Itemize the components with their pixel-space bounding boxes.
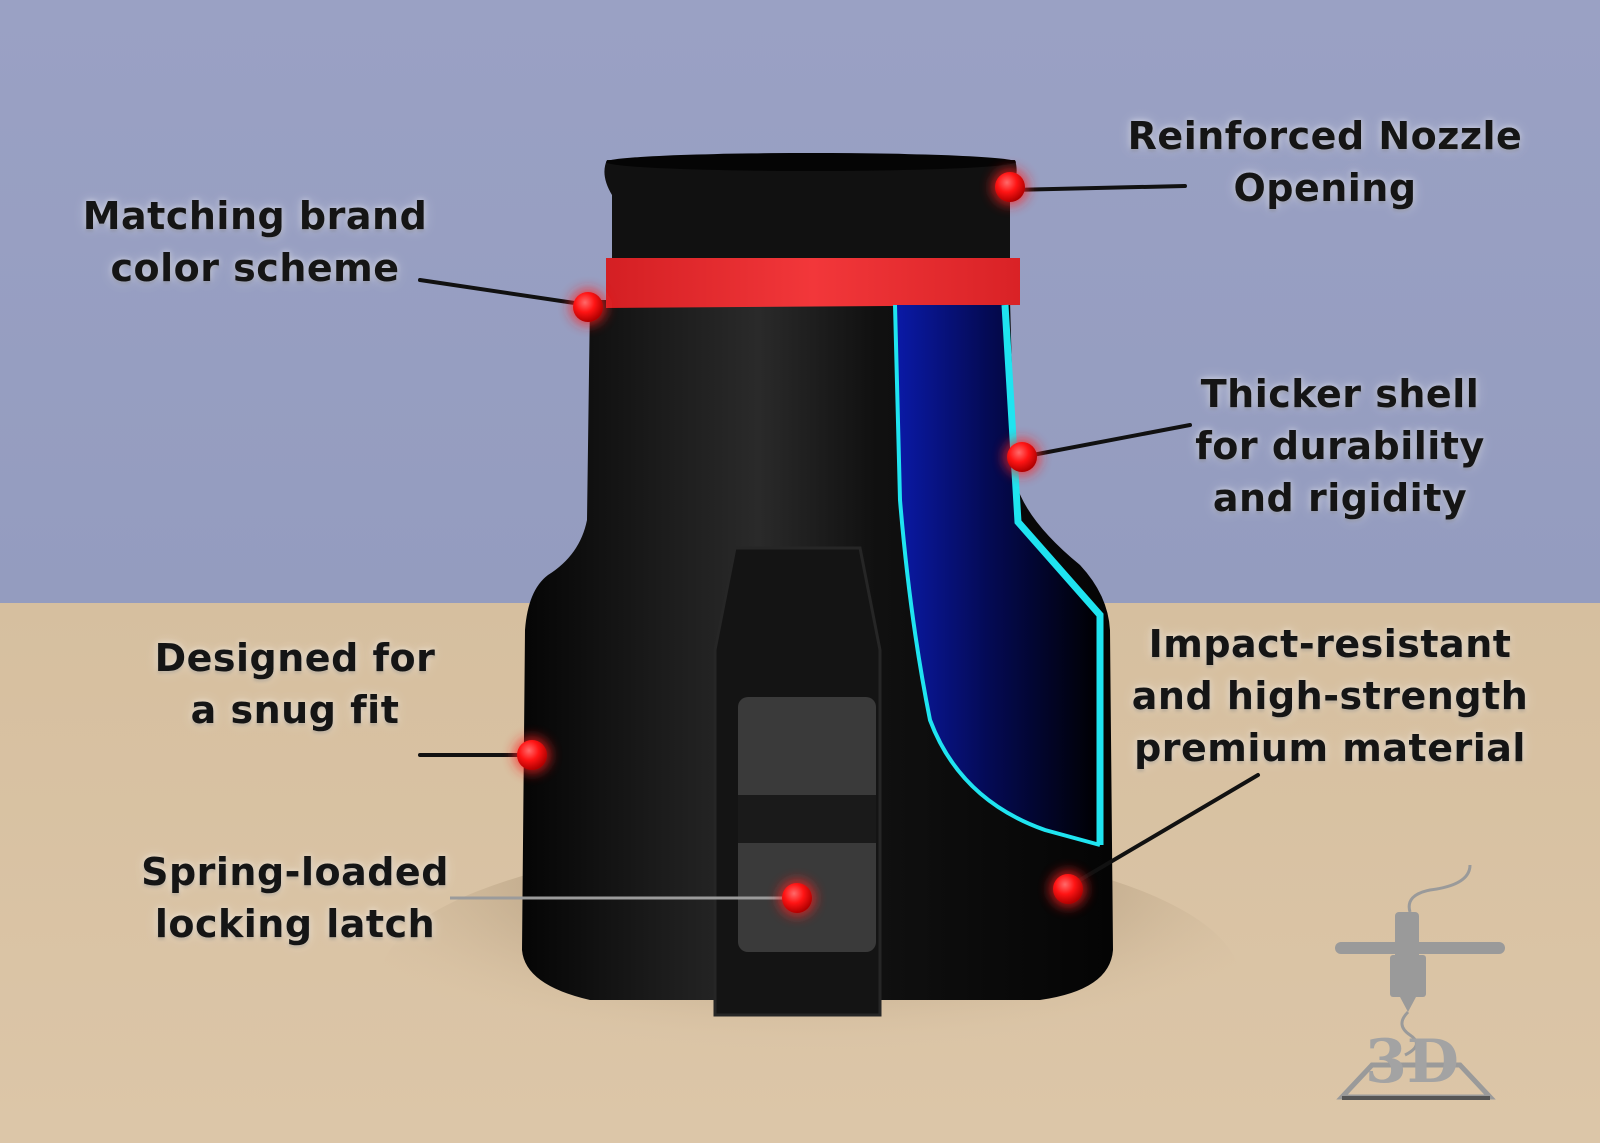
callout-line: Opening [1233, 166, 1417, 210]
callout-reinforced-nozzle: Reinforced Nozzle Opening [1120, 110, 1530, 214]
callout-line: and rigidity [1212, 476, 1468, 520]
callout-locking-latch: Spring-loaded locking latch [120, 846, 470, 950]
cutaway-outer-edge [1001, 304, 1104, 845]
callout-line: Matching brand [82, 194, 428, 238]
callout-markers [514, 169, 1086, 916]
nozzle-opening [606, 153, 1016, 171]
marker-dot [517, 740, 547, 770]
callout-line: premium material [1134, 726, 1526, 770]
marker-dot [1007, 442, 1037, 472]
brand-color-band [606, 258, 1020, 308]
callout-line: Thicker shell [1200, 372, 1480, 416]
latch-groove [738, 795, 876, 843]
callout-line: color scheme [110, 246, 400, 290]
3d-printer-icon [1335, 864, 1505, 1100]
callout-line: Impact-resistant [1148, 622, 1512, 666]
callout-line: locking latch [154, 902, 436, 946]
callout-line: a snug fit [190, 688, 400, 732]
callout-line: Designed for [154, 636, 436, 680]
callout-thicker-shell: Thicker shell for durability and rigidit… [1170, 368, 1510, 524]
callout-line: Spring-loaded [141, 850, 449, 894]
callout-premium-material: Impact-resistant and high-strength premi… [1110, 618, 1550, 774]
callout-line: Reinforced Nozzle [1127, 114, 1523, 158]
callout-snug-fit: Designed for a snug fit [130, 632, 460, 736]
leader-lines [418, 184, 1260, 889]
logo-3d-text: 3D [1365, 1027, 1459, 1097]
cutaway-inner-edge [893, 304, 1101, 847]
vacuum-nozzle [522, 153, 1113, 1017]
marker-dot [995, 172, 1025, 202]
callout-line: and high-strength [1131, 674, 1529, 718]
callout-brand-color: Matching brand color scheme [60, 190, 450, 294]
marker-dot [573, 292, 603, 322]
nozzle-collar [604, 160, 1017, 270]
callout-line: for durability [1195, 424, 1485, 468]
marker-dot [1053, 874, 1083, 904]
marker-dot [782, 883, 812, 913]
shell-cutaway [895, 305, 1100, 845]
